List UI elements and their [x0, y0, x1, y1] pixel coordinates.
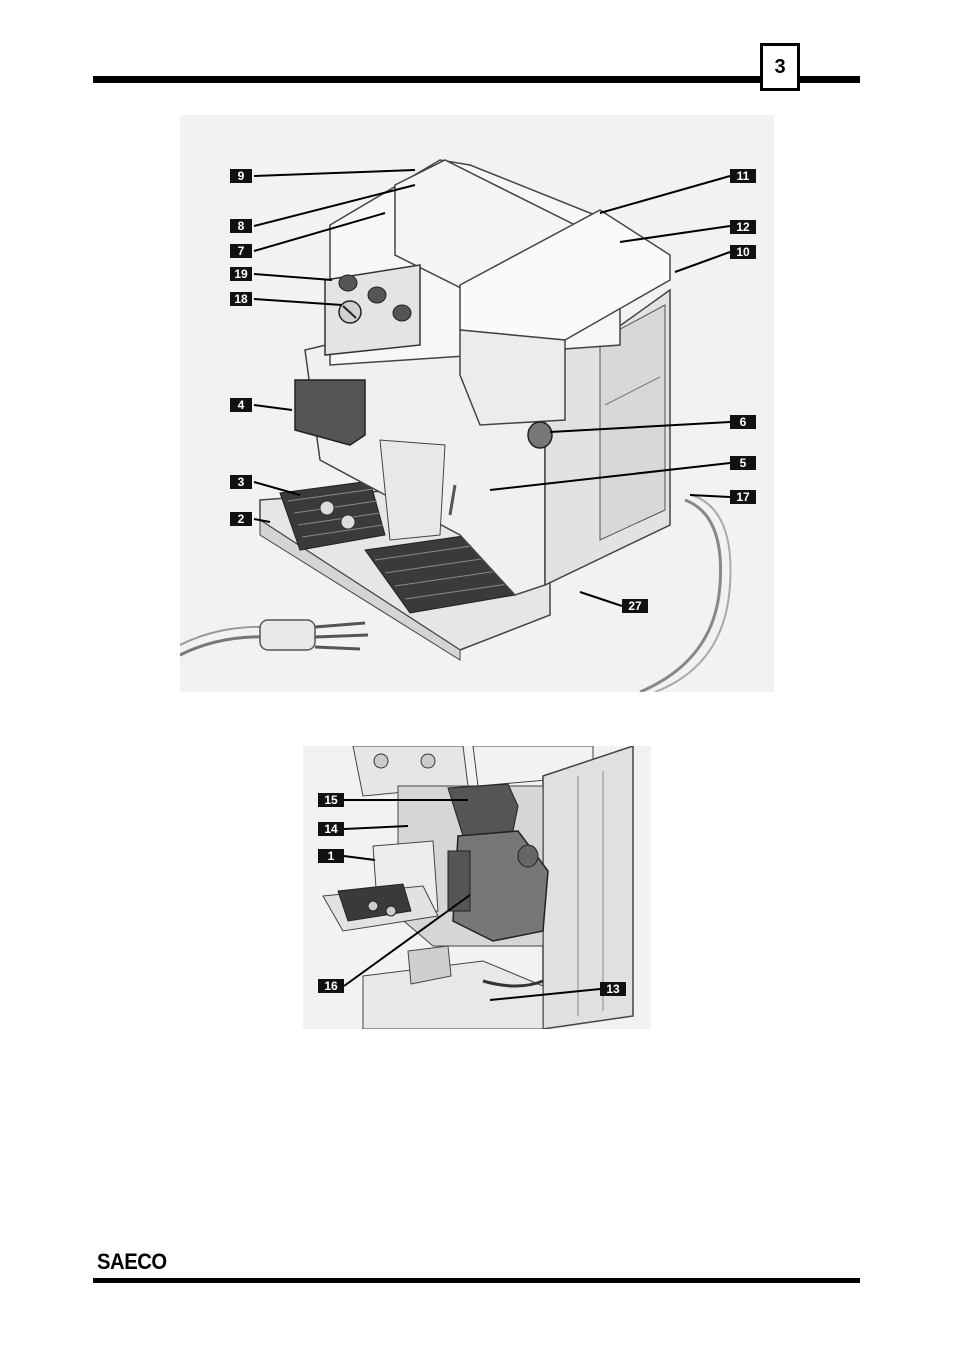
callout-label-14: 14 — [318, 822, 344, 836]
page-number: 3 — [760, 43, 800, 91]
machine-overview-drawing — [180, 115, 774, 692]
brewing-unit-drawing — [303, 746, 651, 1029]
callout-label-4: 4 — [230, 398, 252, 412]
callout-label-8: 8 — [230, 219, 252, 233]
callout-label-11: 11 — [730, 169, 756, 183]
callout-label-10: 10 — [730, 245, 756, 259]
callout-label-5: 5 — [730, 456, 756, 470]
callout-label-7: 7 — [230, 244, 252, 258]
callout-label-15: 15 — [318, 793, 344, 807]
brand-name: SAECO — [97, 1249, 167, 1275]
footer-rule — [93, 1278, 860, 1283]
callout-label-1: 1 — [318, 849, 344, 863]
header-rule-left — [93, 76, 760, 83]
callout-label-13: 13 — [600, 982, 626, 996]
callout-label-6: 6 — [730, 415, 756, 429]
machine-overview-figure — [180, 115, 774, 692]
callout-label-12: 12 — [730, 220, 756, 234]
callout-label-17: 17 — [730, 490, 756, 504]
callout-label-19: 19 — [230, 267, 252, 281]
callout-label-18: 18 — [230, 292, 252, 306]
callout-label-3: 3 — [230, 475, 252, 489]
header-rule-right — [800, 76, 860, 83]
callout-label-9: 9 — [230, 169, 252, 183]
callout-label-16: 16 — [318, 979, 344, 993]
callout-label-27: 27 — [622, 599, 648, 613]
callout-label-2: 2 — [230, 512, 252, 526]
brewing-unit-figure — [303, 746, 651, 1029]
